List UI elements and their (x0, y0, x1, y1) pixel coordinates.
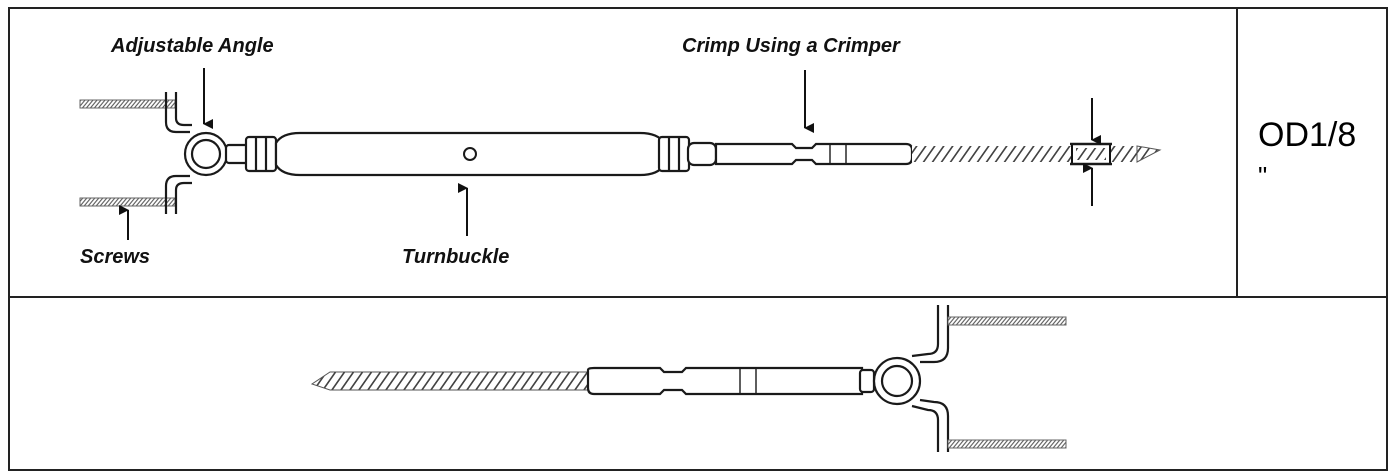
label-screws: Screws (80, 246, 151, 268)
screw-top (79, 99, 176, 109)
top-assembly (79, 92, 1162, 214)
table-grid (8, 7, 1388, 471)
label-turnbuckle: Turnbuckle (402, 246, 510, 268)
nut-right (657, 135, 691, 173)
bottom-assembly (310, 305, 1067, 452)
turnbuckle-hole (463, 147, 477, 161)
cable-bottom (310, 371, 589, 391)
angle-bracket (164, 92, 192, 214)
spec-diameter: OD1/8 (1258, 116, 1357, 154)
label-crimp: Crimp Using a Crimper (682, 35, 900, 57)
callout-arrows (119, 68, 1101, 240)
nut-left (244, 135, 278, 173)
eye-inner (190, 138, 222, 170)
label-adjustable-angle: Adjustable Angle (111, 35, 274, 57)
spec-unit: " (1258, 161, 1268, 191)
angle-bracket-bottom (911, 305, 950, 452)
spec-cell: OD1/8 " (1258, 108, 1378, 190)
crimp-sleeve-bottom (586, 366, 864, 396)
screw-top-bottom (947, 316, 1067, 326)
eye-inner-bottom (880, 364, 914, 398)
crimp-sleeve (714, 142, 914, 166)
screw-bottom (79, 197, 176, 207)
screw-bottom-bottom (947, 439, 1067, 449)
